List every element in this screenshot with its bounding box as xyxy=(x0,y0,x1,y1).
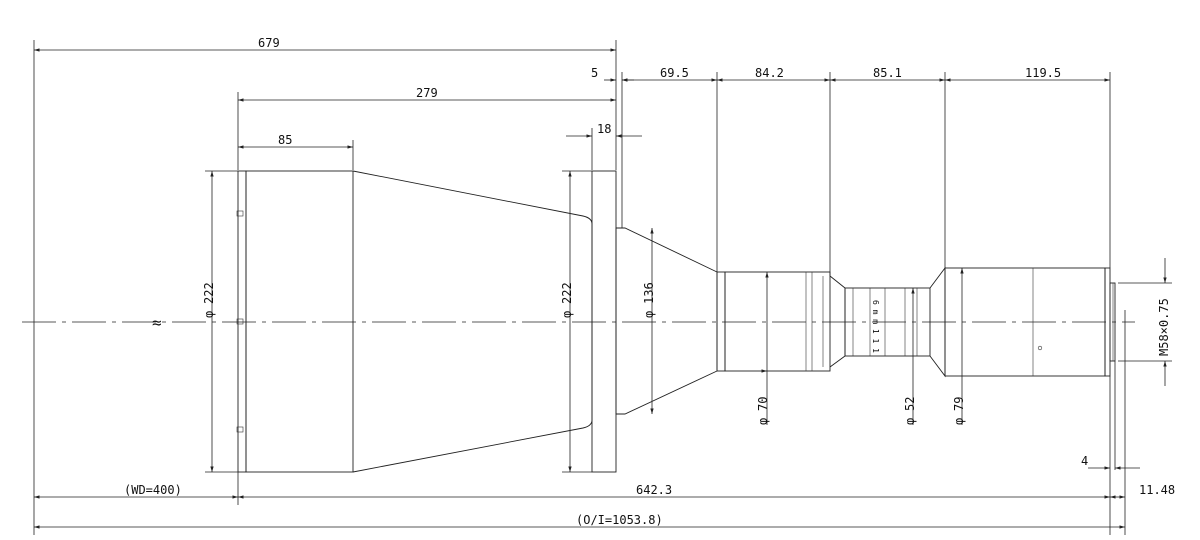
dim-body1-diameter: 70 xyxy=(756,397,770,411)
rear-cone xyxy=(615,227,718,415)
dim-cone-diameter-symbol: φ xyxy=(642,311,656,318)
dim-flange-diameter: 222 xyxy=(560,282,574,304)
dim-cone-diameter: 136 xyxy=(642,282,656,304)
dim-body2-diameter-symbol: φ xyxy=(903,418,917,425)
dim-body2-diameter: 52 xyxy=(903,397,917,411)
dim-back-focus: 11.48 xyxy=(1139,483,1175,497)
front-hood xyxy=(245,170,354,473)
flange xyxy=(591,170,617,473)
dim-seg3: 85.1 xyxy=(873,66,902,80)
body-section-2 xyxy=(844,287,931,357)
bottom-dimensions: 4 (WD=400) 642.3 11.48 (O/I=1053.8) xyxy=(33,310,1175,535)
lens-marking: 6 m m 1 1 1 xyxy=(871,300,880,353)
dim-object-to-image: (O/I=1053.8) xyxy=(576,513,663,527)
dim-body-length: 642.3 xyxy=(636,483,672,497)
c-mount xyxy=(1109,282,1116,362)
dim-mount-thread: M58×0.75 xyxy=(1157,298,1171,356)
top-dimensions: 679 279 85 5 18 69.5 84.2 85.1 119.5 xyxy=(33,36,1111,500)
dim-hood: 85 xyxy=(278,133,292,147)
lens-outline xyxy=(236,170,1116,473)
diameter-dimensions: φ 222 φ 222 φ 136 φ 70 φ 52 φ 79 M58×0.7… xyxy=(202,170,1172,473)
dim-seg2: 84.2 xyxy=(755,66,784,80)
dim-seg4: 119.5 xyxy=(1025,66,1061,80)
dim-body1-diameter-symbol: φ xyxy=(756,418,770,425)
dim-gap: 5 xyxy=(591,66,598,80)
dim-flange-diameter-symbol: φ xyxy=(560,311,574,318)
axis-break-symbol: ≈ xyxy=(152,313,162,332)
dim-overall: 679 xyxy=(258,36,280,50)
dim-seg1: 69.5 xyxy=(660,66,689,80)
dim-body3-diameter: 79 xyxy=(952,397,966,411)
dim-front-section: 279 xyxy=(416,86,438,100)
dim-front-diameter-symbol: φ xyxy=(202,311,216,318)
front-cone xyxy=(352,170,593,473)
dim-front-diameter: 222 xyxy=(202,282,216,304)
dim-mount-offset: 4 xyxy=(1081,454,1088,468)
dim-body3-diameter-symbol: φ xyxy=(952,418,966,425)
dim-working-distance: (WD=400) xyxy=(124,483,182,497)
dim-flange: 18 xyxy=(597,122,611,136)
body-section-1 xyxy=(724,271,831,372)
